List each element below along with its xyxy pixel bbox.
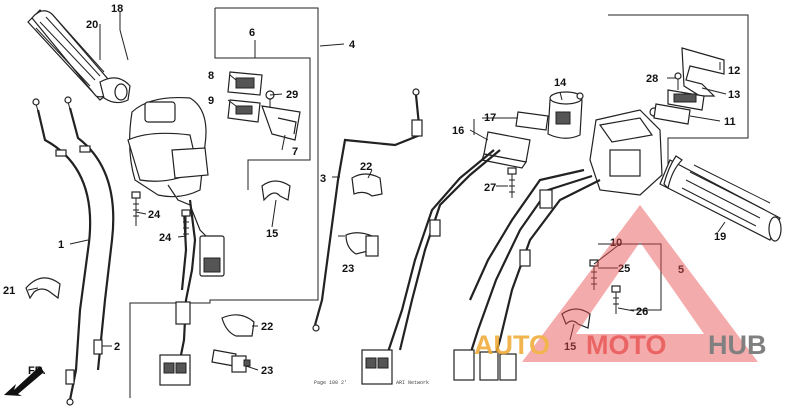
callout-22-left: 22: [261, 321, 273, 333]
clamp-15-right: [561, 308, 591, 329]
right-harness: [361, 149, 601, 385]
callout-1: 1: [58, 239, 64, 251]
clamp-15-left: [261, 180, 291, 202]
leader-lines: [27, 12, 727, 371]
callout-4: 4: [349, 39, 356, 51]
group-outline-6: [214, 48, 311, 190]
callout-13: 13: [728, 89, 740, 101]
callout-26: 26: [636, 306, 648, 318]
callout-15-right: 15: [564, 341, 576, 353]
callout-11: 11: [724, 116, 736, 128]
parts-11-13: [653, 47, 725, 125]
callout-28: 28: [646, 73, 658, 85]
callout-23-mid: 23: [342, 263, 354, 275]
watermark-triangle-icon: [522, 205, 758, 362]
callout-14: 14: [554, 77, 567, 89]
throttle-grip: [27, 9, 131, 104]
small-parts-left: [227, 71, 301, 141]
callout-8: 8: [208, 70, 214, 82]
callout-9: 9: [208, 95, 214, 107]
callout-22-mid: 22: [360, 161, 372, 173]
group-outline-4: [129, 7, 319, 398]
callout-19: 19: [714, 231, 726, 243]
left-switch-housing: [127, 96, 225, 277]
callout-20: 20: [86, 19, 98, 31]
fine-print-1: Page 100 2': [314, 380, 347, 386]
fine-print-2: ARI Network: [396, 380, 429, 386]
callout-5: 5: [678, 264, 684, 276]
callout-15-left: 15: [266, 228, 278, 240]
callout-17: 17: [484, 112, 496, 124]
choke-cable: [312, 88, 423, 332]
watermark-brand-1: AUTO: [474, 330, 550, 360]
left-harness: [159, 199, 197, 386]
front-arrow-icon: [4, 366, 44, 396]
callout-6: 6: [249, 27, 255, 39]
switch-23-middle: [345, 232, 379, 257]
callout-18: 18: [111, 3, 123, 15]
watermark-logo: AUTO MOTO HUB: [474, 205, 767, 362]
watermark-brand-2: MOTO: [586, 330, 667, 360]
right-switch-housing: [589, 107, 663, 196]
clamp-22-left: [221, 314, 255, 337]
screws-25-26: [589, 259, 621, 314]
callout-23-left: 23: [261, 365, 273, 377]
callout-27: 27: [484, 182, 496, 194]
callout-25: 25: [618, 263, 630, 275]
screw-27: [507, 167, 517, 198]
callout-24-b: 24: [159, 232, 172, 244]
callout-7: 7: [292, 146, 298, 158]
clamp-21: [25, 277, 61, 300]
watermark-brand-3: HUB: [708, 330, 767, 360]
callout-16: 16: [452, 125, 464, 137]
group-outline-right: [608, 14, 749, 175]
callout-12: 12: [728, 65, 740, 77]
switch-23-left: [211, 349, 251, 373]
part-17: [515, 111, 549, 131]
callout-3: 3: [320, 173, 326, 185]
part-14: [547, 91, 584, 139]
bracket-10: [598, 243, 662, 311]
part-16: [481, 131, 531, 169]
callout-10: 10: [610, 237, 622, 249]
clamp-22-middle: [351, 173, 383, 197]
front-label: FR.: [28, 365, 46, 377]
callout-21: 21: [3, 285, 15, 297]
callout-2: 2: [114, 341, 120, 353]
callout-29: 29: [286, 89, 298, 101]
handlebar-grip: [659, 155, 782, 242]
throttle-cables: [32, 96, 115, 406]
callouts: 18 20 6 4 8 29 9 7 22 3 24 15 24 1 23 21…: [3, 3, 740, 377]
callout-24-a: 24: [148, 209, 161, 221]
